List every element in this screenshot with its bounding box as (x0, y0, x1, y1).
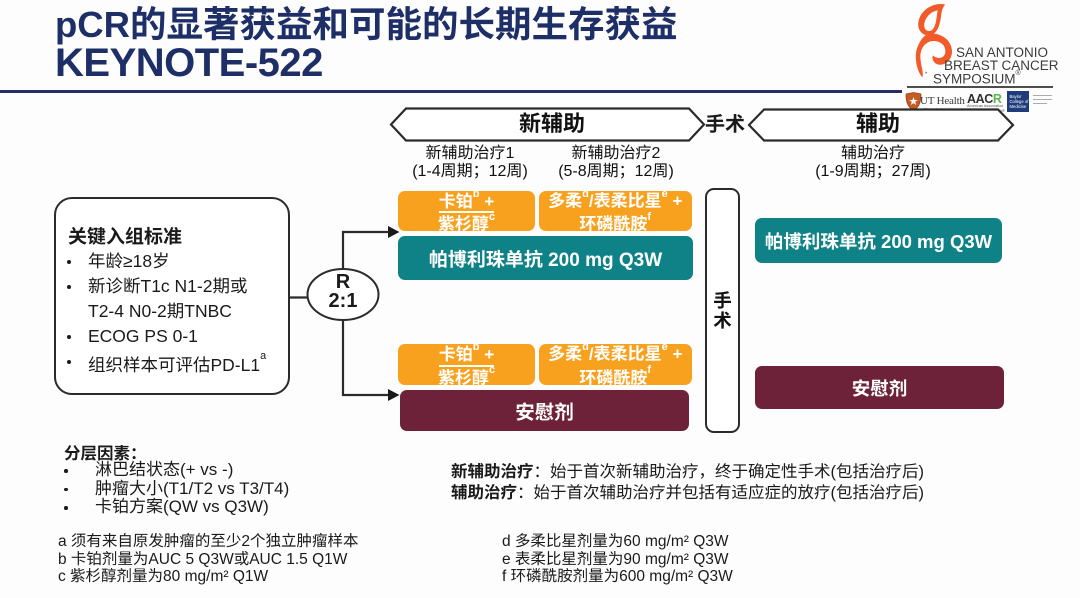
baylor-logo: Baylor College of Medicine (1007, 91, 1029, 112)
title-divider-rule (0, 90, 902, 93)
anthracycline-cyclophosphamide-box-arm2: 多柔d/表柔比星e + 环磷酰胺f (538, 341, 692, 388)
footnote-f: f 环磷酰胺剂量为600 mg/m² Q3W (502, 568, 733, 585)
criteria-item-diagnosis-line1: 新诊断T1c N1-2期或 (88, 276, 248, 296)
pembrolizumab-box-neoadjuvant: 帕博利珠单抗 200 mg Q3W (398, 236, 693, 280)
randomization-ellipse (306, 268, 380, 321)
surgery-timeline-label: 手术 (705, 114, 745, 136)
eligibility-criteria-box (54, 197, 290, 395)
aacr-logo-subtext1: American Association (967, 104, 1004, 108)
surgery-box: 手术 (705, 188, 740, 433)
criteria-title: 关键入组标准 (68, 227, 183, 248)
placebo-box-neoadjuvant: 安慰剂 (400, 390, 689, 431)
carboplatin-paclitaxel-box-arm2: 卡铂b + 紫杉醇c (398, 341, 535, 388)
bullet-dot (64, 487, 68, 491)
baylor-fineprint-line (1033, 95, 1052, 97)
stratification-item-carbo-schedule: 卡铂方案(QW vs Q3W) (95, 497, 269, 516)
sabcs-logo-line2: BREAST CANCER (944, 58, 1059, 73)
definition-adjuvant: 辅助治疗：始于首次辅助治疗并包括有适应症的放疗(包括治疗后) (451, 484, 924, 502)
footnote-d: d 多柔比星剂量为60 mg/m² Q3W (502, 533, 729, 550)
criteria-item-pdl1: 组织样本可评估PD-L1a (88, 350, 267, 375)
phase-duration: (5-8周期；12周) (558, 163, 674, 180)
phase-title: 新辅助治疗1 (425, 145, 515, 162)
phase-title: 新辅助治疗2 (571, 145, 661, 162)
carbo-line: 卡铂b + (438, 341, 495, 367)
randomization-r: R (335, 271, 351, 293)
bullet-dot (64, 506, 68, 510)
definition-neoadjuvant: 新辅助治疗：始于首次新辅助治疗，终于确定性手术(包括治疗后) (451, 463, 924, 481)
pembrolizumab-box-adjuvant: 帕博利珠单抗 200 mg Q3W (755, 218, 1002, 263)
taxol-line: 紫杉醇c (437, 364, 496, 388)
sabcs-ribbon-icon (915, 3, 952, 78)
phase-title: 辅助治疗 (840, 145, 905, 162)
carboplatin-paclitaxel-box-arm1: 卡铂b + 紫杉醇c (398, 188, 535, 234)
bullet-dot (64, 469, 68, 473)
criteria-item-diagnosis-line2: T2-4 N0-2期TNBC (88, 301, 232, 321)
ut-health-shield-icon (905, 92, 922, 112)
cyclophosphamide-line: 环磷酰胺f (579, 210, 652, 234)
anthracycline-line: 多柔d/表柔比星e + (548, 341, 683, 364)
connector-r-to-top-arm (341, 230, 389, 268)
taxol-line: 紫杉醇c (437, 210, 496, 234)
anthracycline-cyclophosphamide-box-arm1: 多柔d/表柔比星e + 环磷酰胺f (538, 187, 692, 234)
footnote-e: e 表柔比星剂量为90 mg/m² Q3W (502, 550, 729, 568)
randomization-ratio: 2:1 (328, 289, 358, 312)
sabcs-logo-line3: SYMPOSIUM® (933, 69, 1021, 87)
slide-title-line2: KEYNOTE-522 (55, 41, 323, 85)
adjuvant-arrow-label: 辅助 (855, 111, 900, 136)
bullet-dot (67, 260, 71, 264)
neoadjuvant-phase-arrow (389, 107, 706, 142)
phase-adjuvant: 辅助治疗 (1-9周期；27周) (773, 145, 973, 181)
stratification-item-nodes: 淋巴结状态(+ vs -) (95, 460, 234, 479)
aacr-logo-text: AACR (967, 92, 1002, 106)
adjuvant-phase-arrow (747, 108, 1015, 142)
arrowhead-top-arm (388, 226, 400, 238)
ut-health-logo-text: UT Health (920, 95, 965, 107)
neoadjuvant-arrow-label: 新辅助 (518, 111, 585, 136)
stratification-title: 分层因素： (64, 445, 147, 463)
registered-mark: ® (1015, 69, 1021, 77)
arrowhead-bottom-arm (388, 389, 400, 401)
sabcs-logo-line1: SAN ANTONIO (956, 45, 1049, 60)
connector-r-to-bottom-arm (341, 321, 389, 397)
slide-title-line1: pCR的显著获益和可能的长期生存获益 (55, 4, 678, 45)
phase-duration: (1-9周期；27周) (815, 163, 931, 180)
baylor-fineprint-line (1033, 99, 1052, 101)
placebo-box-adjuvant: 安慰剂 (755, 366, 1004, 409)
carbo-line: 卡铂b + (438, 188, 495, 213)
bullet-dot (67, 285, 71, 289)
criteria-item-ecog: ECOG PS 0-1 (88, 326, 198, 346)
footnote-c: c 紫杉醇剂量为80 mg/m² Q1W (58, 568, 269, 585)
footnote-b: b 卡铂剂量为AUC 5 Q3W或AUC 1.5 Q1W (58, 550, 348, 568)
bullet-dot (67, 335, 71, 339)
cyclophosphamide-line: 环磷酰胺f (579, 364, 652, 388)
randomization-label: R 2:1 (307, 271, 379, 312)
criteria-item-age: 年龄≥18岁 (88, 251, 170, 271)
stratification-item-tumor-size: 肿瘤大小(T1/T2 vs T3/T4) (95, 478, 290, 498)
phase-duration: (1-4周期；12周) (412, 163, 528, 180)
bullet-dot (67, 360, 71, 364)
baylor-fineprint-line (1033, 103, 1047, 105)
phase-neoadjuvant-2: 新辅助治疗2 (5-8周期；12周) (516, 145, 716, 181)
sabcs-divider-rule (907, 86, 1053, 88)
phase-neoadjuvant-1: 新辅助治疗1 (1-4周期；12周) (370, 145, 570, 181)
anthracycline-line: 多柔d/表柔比星e + (548, 187, 683, 211)
footnote-a: a 须有来自原发肿瘤的至少2个独立肿瘤样本 (58, 533, 359, 550)
